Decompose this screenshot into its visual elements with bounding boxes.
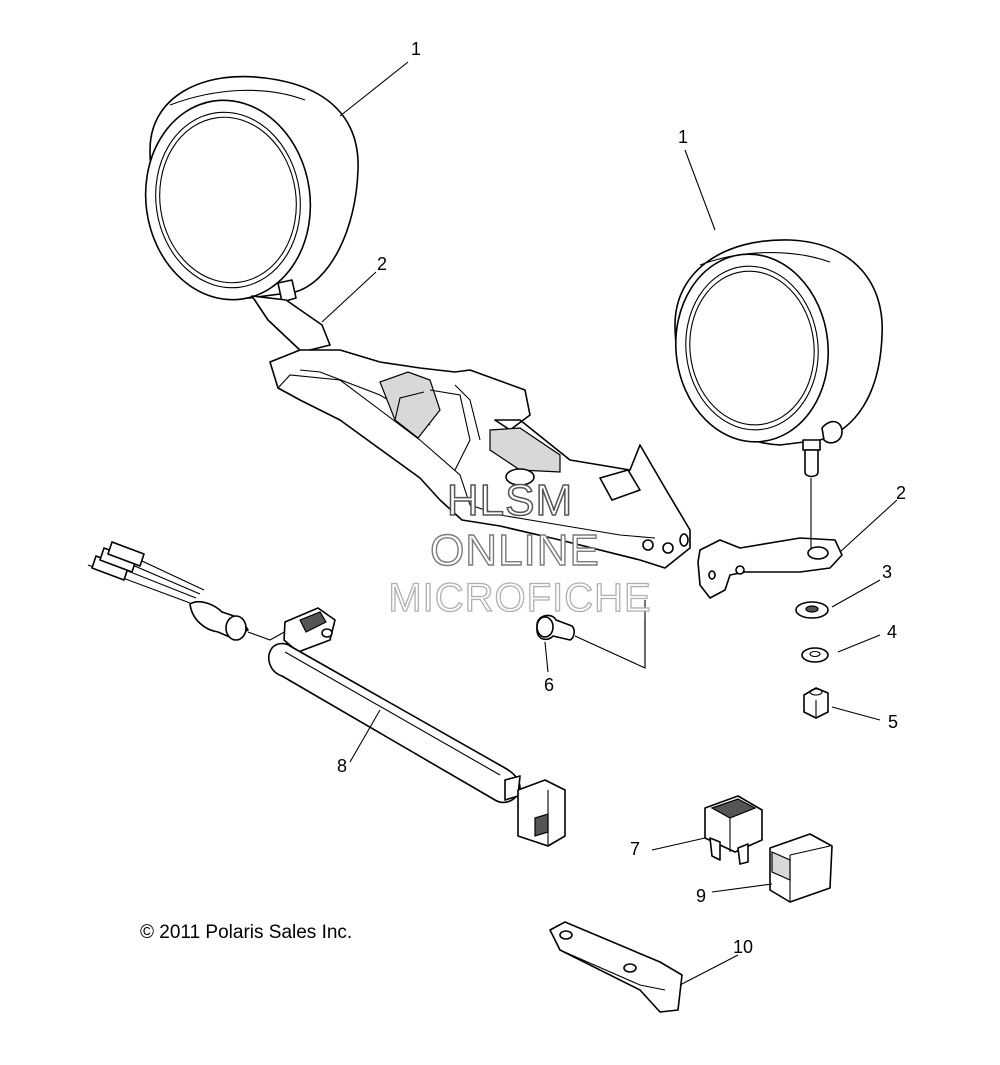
callout-9: 9	[696, 886, 706, 906]
callout-2-right: 2	[896, 483, 906, 503]
callout-10: 10	[733, 937, 753, 957]
watermark-line-3: MICROFICHE	[388, 575, 652, 620]
callout-4: 4	[887, 622, 897, 642]
callout-7: 7	[630, 839, 640, 859]
callout-8: 8	[337, 756, 347, 776]
leader-lines	[321, 61, 898, 986]
callout-1-right: 1	[678, 127, 688, 147]
nut	[803, 687, 829, 719]
watermark-line-2: ONLINE	[429, 525, 600, 575]
callout-5: 5	[888, 712, 898, 732]
mounting-plate	[549, 921, 683, 1013]
callout-2-left: 2	[377, 254, 387, 274]
callout-6: 6	[544, 675, 554, 695]
callout-numbers: 1 1 2 2 3 4 5 6 7 8 9 10	[337, 39, 906, 957]
lock-washer	[801, 647, 829, 663]
left-lamp	[144, 75, 359, 303]
callout-1-left: 1	[411, 39, 421, 59]
right-lamp	[674, 239, 883, 478]
wiring-harness	[87, 541, 566, 847]
right-mount-bracket	[697, 478, 843, 599]
watermark-line-1: HLSM	[446, 475, 574, 526]
callout-3: 3	[882, 562, 892, 582]
screw	[536, 600, 646, 669]
copyright-notice: © 2011 Polaris Sales Inc.	[140, 922, 353, 943]
switch-cover	[769, 833, 833, 903]
main-bracket	[251, 295, 691, 569]
rocker-switch	[704, 795, 763, 865]
washer	[795, 601, 829, 619]
